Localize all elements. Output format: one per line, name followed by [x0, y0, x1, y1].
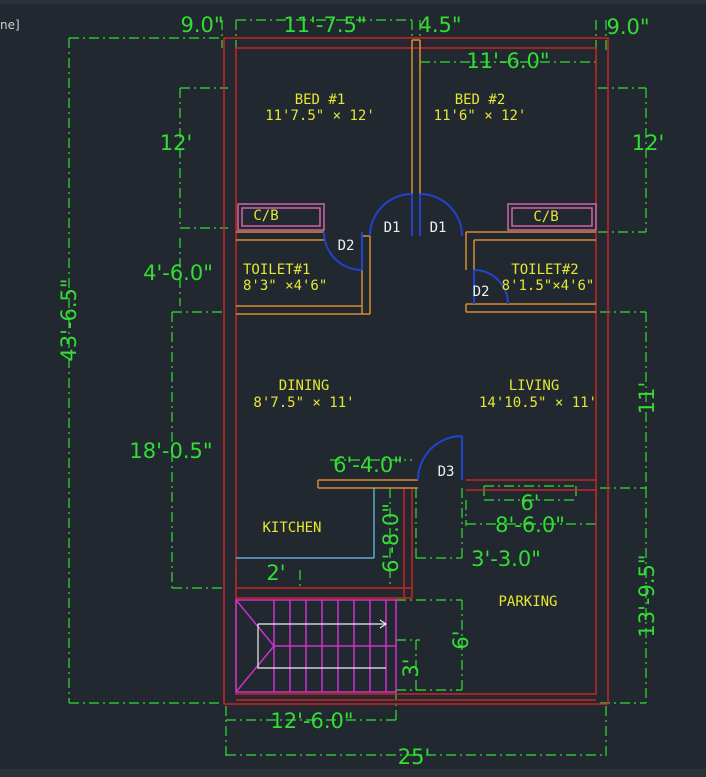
kitchen-name: KITCHEN [262, 520, 321, 536]
dining-size: 8'7.5" × 11' [253, 395, 354, 411]
dim-kitchen-2: 2' [266, 561, 285, 585]
closet-right-label: C/B [533, 209, 558, 225]
dim-right-12: 12' [632, 131, 665, 155]
dim-living-8-6: 8'-6.0" [495, 513, 565, 537]
dim-d3-6: 6' [520, 491, 539, 515]
closets [237, 203, 597, 231]
dim-right-living: 11' [635, 382, 659, 415]
toilet2-size: 8'1.5"×4'6" [502, 278, 595, 294]
dim-right-13: 13'-9.5" [635, 554, 659, 637]
dim-door-3-3: 3'-3.0" [471, 547, 541, 571]
parking-name: PARKING [498, 594, 557, 610]
door-d1-right-tag: D1 [430, 220, 447, 236]
kitchen-counter [236, 488, 375, 559]
toilet2-name: TOILET#2 [511, 262, 578, 278]
bed2-size: 11'6" × 12' [434, 108, 527, 124]
top-toolbar-strip [0, 0, 706, 4]
living-size: 14'10.5" × 11' [479, 395, 597, 411]
dimension-lines [68, 19, 647, 760]
layout-tab-bar [0, 769, 706, 777]
bed1-name: BED #1 [295, 92, 346, 108]
staircase [235, 599, 397, 693]
living-name: LIVING [509, 378, 560, 394]
dim-bottom-12-6: 12'-6.0" [270, 709, 353, 733]
closet-left-label: C/B [253, 208, 278, 224]
dim-top-bed2: 11'-6.0" [466, 49, 549, 73]
door-d2-right-tag: D2 [473, 284, 490, 300]
stair-arrow [257, 619, 388, 669]
outer-walls [223, 37, 609, 705]
toilet1-size: 8'3" ×4'6" [243, 278, 327, 294]
dim-top-right: 9.0" [606, 15, 649, 39]
dim-left-12: 12' [160, 131, 193, 155]
dim-stair-3: 3' [399, 658, 423, 677]
door-d3-tag: D3 [438, 464, 455, 480]
dim-kitchen-top: 6'-4.0" [333, 453, 403, 477]
dim-left-dining: 18'-0.5" [129, 439, 212, 463]
dim-overall-left: 43'-6.5" [57, 278, 81, 361]
toilet1-name: TOILET#1 [243, 262, 310, 278]
dim-stair-6: 6' [449, 630, 473, 649]
bed2-name: BED #2 [455, 92, 506, 108]
dining-name: DINING [279, 378, 330, 394]
bed1-size: 11'7.5" × 12' [265, 108, 375, 124]
doors [323, 193, 509, 481]
viewport-control-label[interactable]: ne] [0, 18, 20, 32]
dim-top-mid: 4.5" [418, 13, 461, 37]
door-d1-left-tag: D1 [384, 220, 401, 236]
dim-kitchen-vertical: 6'-8.0" [379, 503, 403, 573]
dim-left-toilet: 4'-6.0" [143, 261, 213, 285]
door-d2-left-tag: D2 [338, 238, 355, 254]
dim-bottom-25: 25' [398, 745, 431, 769]
dim-top-bed1: 11'-7.5" [283, 13, 366, 37]
dim-top-left: 9.0" [180, 13, 223, 37]
